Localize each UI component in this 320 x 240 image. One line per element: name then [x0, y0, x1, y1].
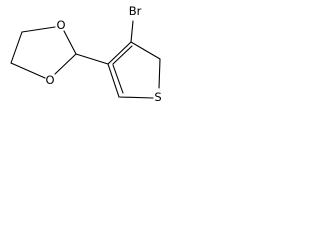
- bond-c5-s1: [158, 58, 161, 89]
- molecule-structure: Br O O S: [10, 4, 162, 104]
- atom-label-oxygen-lower: O: [45, 73, 54, 87]
- bond-c5-o1: [21, 26, 56, 33]
- dioxolane-ring: [10, 26, 77, 79]
- bond-acetal-to-thiophene: [75, 53, 109, 65]
- bond-o3-c4: [10, 62, 46, 79]
- atom-label-sulfur: S: [154, 90, 161, 104]
- bond-c2-c3-inner: [112, 64, 124, 94]
- bond-o1-c2: [63, 30, 77, 55]
- bond-s1-c2: [118, 96, 154, 99]
- bond-c4-c5: [130, 41, 161, 60]
- bond-c2-c3: [107, 63, 120, 98]
- bond-c2-o3: [54, 53, 77, 75]
- bond-c4-br: [130, 20, 134, 43]
- atom-label-bromine: Br: [129, 4, 142, 18]
- bond-c3-c4: [107, 41, 132, 65]
- bond-c3-c4-inner: [112, 45, 133, 65]
- atom-label-oxygen-upper: O: [56, 18, 65, 32]
- bond-c5-c4: [10, 31, 23, 64]
- thiophene-ring: [107, 41, 161, 99]
